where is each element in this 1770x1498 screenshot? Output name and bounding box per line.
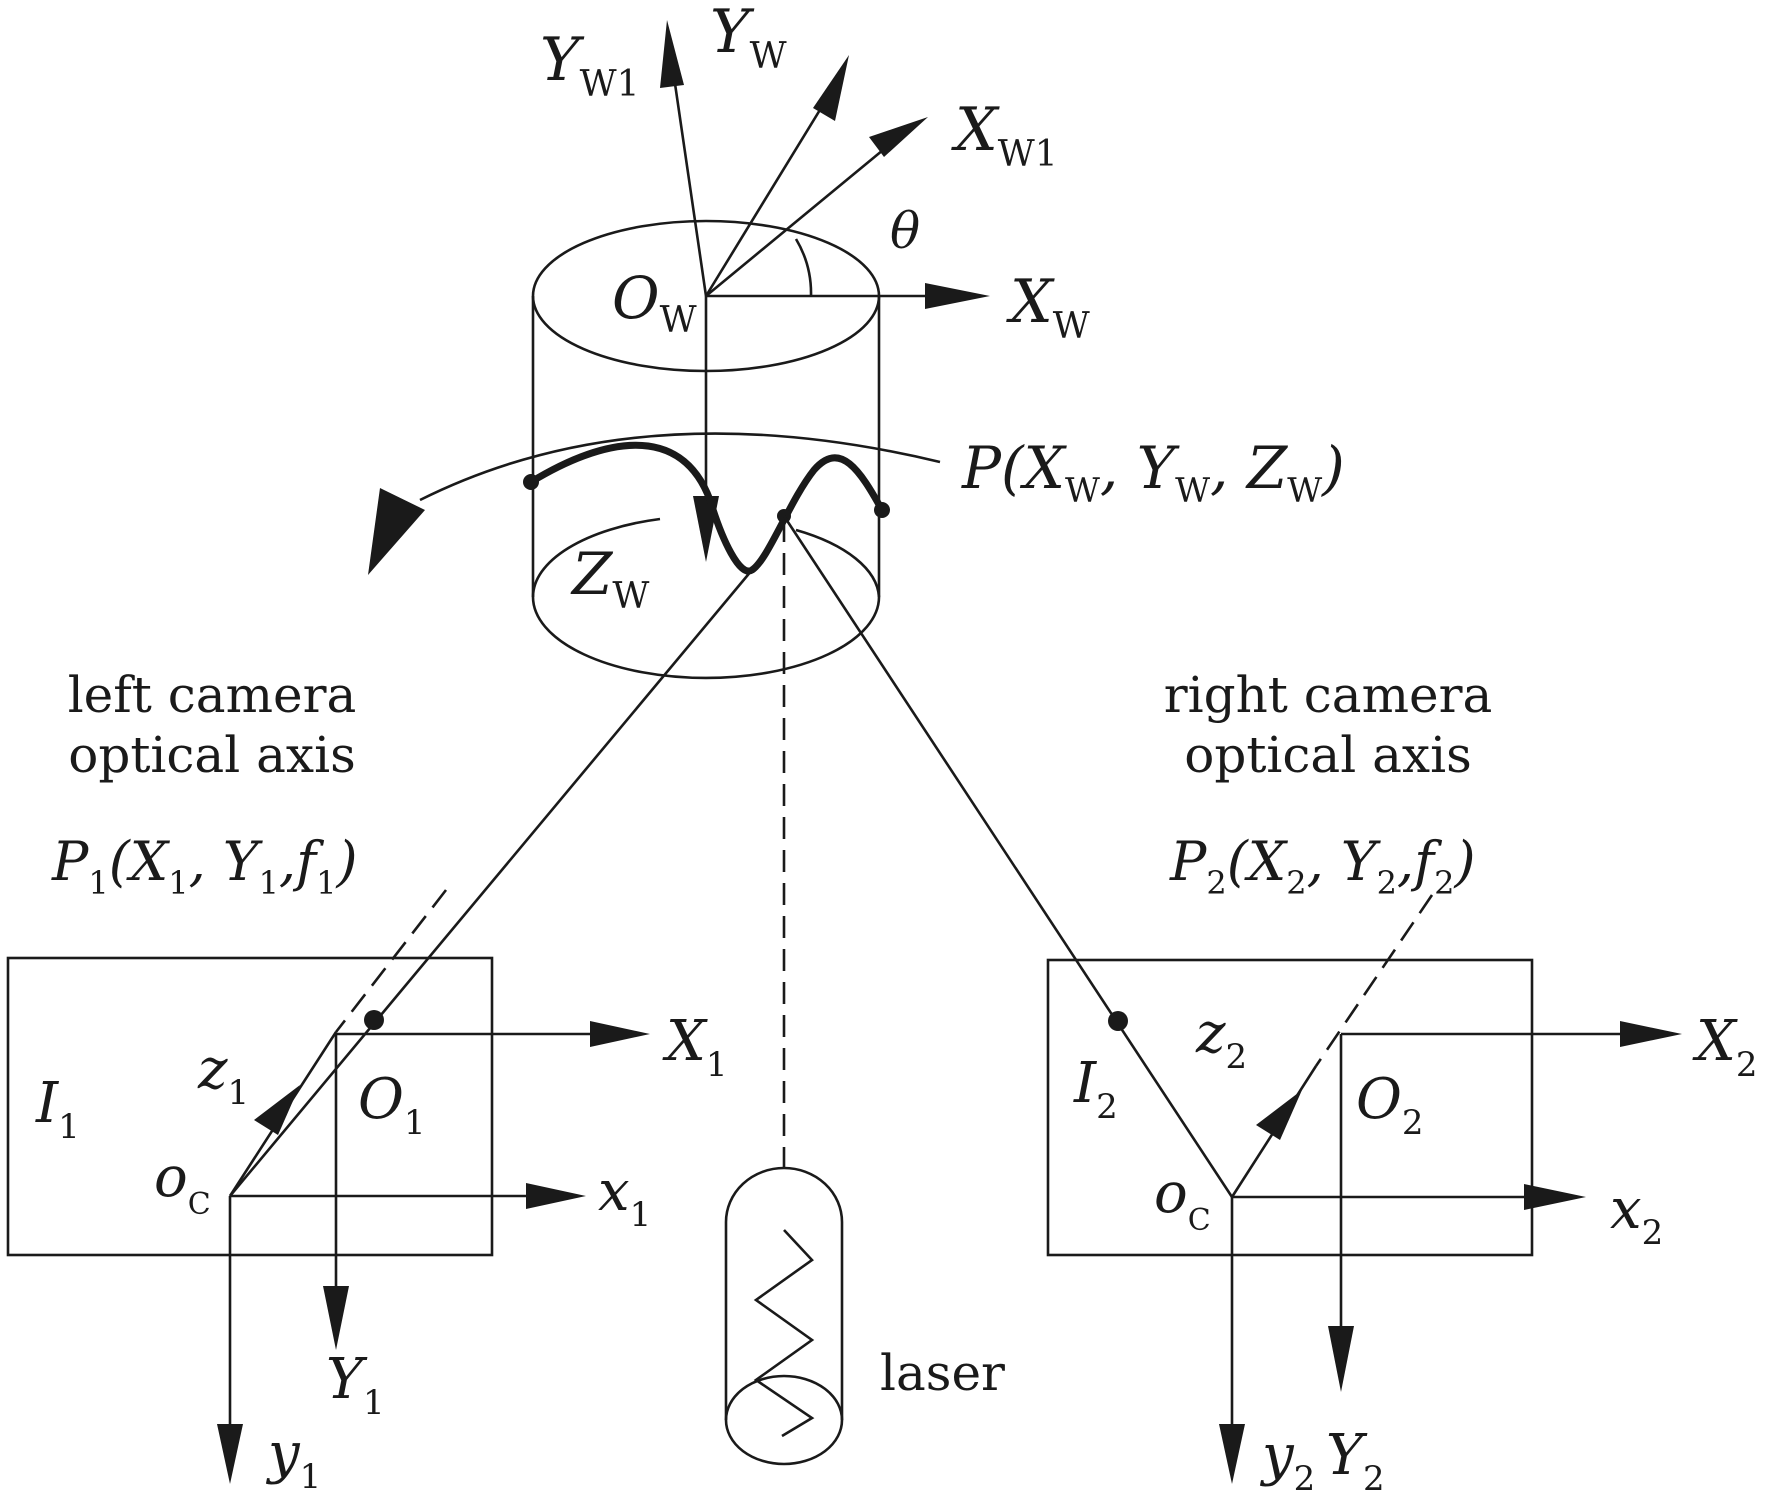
xw-arrowhead — [925, 283, 990, 309]
label-zw: ZW — [570, 540, 649, 617]
cylinder-bottom-front — [531, 596, 881, 680]
left-Y1-arrowhead — [323, 1286, 349, 1350]
right-y2-arrowhead — [1219, 1424, 1245, 1484]
right-Y2-arrowhead — [1328, 1326, 1354, 1392]
left-optical-axis — [334, 889, 448, 1033]
label-theta: θ — [890, 202, 920, 260]
laser-coil — [753, 1229, 815, 1438]
yw-axis — [704, 99, 828, 297]
left-X1-arrowhead — [590, 1021, 650, 1047]
label-oc-right: oC — [1154, 1161, 1211, 1238]
label-y2: y2 — [1259, 1423, 1315, 1498]
left-y1-arrowhead — [217, 1424, 243, 1484]
cylinder-bottom-back-left — [531, 517, 661, 598]
label-Y1: Y1 — [326, 1347, 385, 1423]
label-laser: laser — [880, 1344, 1005, 1402]
rotation-arc — [419, 432, 941, 502]
label-Y2: Y2 — [1326, 1423, 1385, 1498]
right-camera — [1046, 894, 1682, 1484]
left-caption-line2: optical axis — [68, 726, 356, 784]
left-camera — [6, 889, 650, 1484]
xw1-axis — [705, 148, 884, 298]
label-X1: X1 — [662, 1009, 728, 1085]
rotation-arrowhead — [368, 488, 425, 575]
curve-start-dot — [523, 474, 539, 490]
left-image-point — [364, 1010, 384, 1030]
xw1-arrowhead — [869, 117, 928, 157]
label-x1: x1 — [598, 1159, 651, 1235]
yw1-axis — [671, 69, 708, 297]
right-ray — [782, 515, 1234, 1198]
cylinder-bottom-back-right — [795, 528, 881, 598]
label-xw1: XW1 — [951, 95, 1058, 175]
right-X2-arrowhead — [1620, 1021, 1682, 1047]
theta-arc — [794, 238, 813, 297]
label-X2: X2 — [1692, 1009, 1758, 1085]
right-caption-line2: optical axis — [1184, 726, 1472, 784]
left-image-plane — [6, 956, 494, 1257]
label-x2: x2 — [1610, 1177, 1663, 1253]
label-p1: P1(X1, Y1,f1) — [51, 830, 358, 902]
left-z1-arrowhead — [254, 1085, 300, 1135]
text-labels: YW1 YW XW1 θ OW XW ZW P(XW, YW, ZW) left… — [35, 0, 1758, 1498]
label-y1: y1 — [265, 1421, 321, 1497]
right-x2-arrowhead — [1524, 1184, 1586, 1210]
right-optical-axis — [1314, 894, 1434, 1067]
laser-lens — [724, 1374, 844, 1466]
label-oc-left: oC — [154, 1145, 211, 1222]
laser-body — [724, 1166, 844, 1420]
label-ow: OW — [612, 264, 697, 341]
rotation-arrow — [368, 432, 941, 575]
yw1-arrowhead — [660, 20, 684, 88]
label-point-p: P(XW, YW, ZW) — [961, 434, 1345, 511]
label-O1: O1 — [358, 1067, 426, 1143]
label-xw: XW — [1006, 267, 1090, 347]
label-z2: z2 — [1195, 1001, 1247, 1077]
curve-end-dot — [874, 502, 890, 518]
right-image-plane — [1046, 958, 1534, 1257]
cylinder — [531, 219, 881, 680]
right-z2-arrowhead — [1256, 1090, 1302, 1140]
label-I2: I2 — [1073, 1051, 1118, 1127]
label-yw1: YW1 — [540, 25, 640, 105]
label-yw: YW — [710, 0, 787, 77]
world-axes — [660, 20, 990, 309]
label-I1: I1 — [35, 1071, 80, 1147]
label-p2: P2(X2, Y2,f2) — [1169, 830, 1476, 902]
label-O2: O2 — [1356, 1067, 1424, 1143]
right-image-point — [1108, 1011, 1128, 1031]
right-caption-line1: right camera — [1164, 666, 1493, 724]
yw-arrowhead — [813, 55, 849, 121]
left-ray — [229, 569, 753, 1197]
laser-device — [724, 1166, 844, 1466]
label-z1: z1 — [197, 1037, 249, 1113]
left-caption-line1: left camera — [68, 666, 357, 724]
left-x1-arrowhead — [526, 1183, 586, 1209]
